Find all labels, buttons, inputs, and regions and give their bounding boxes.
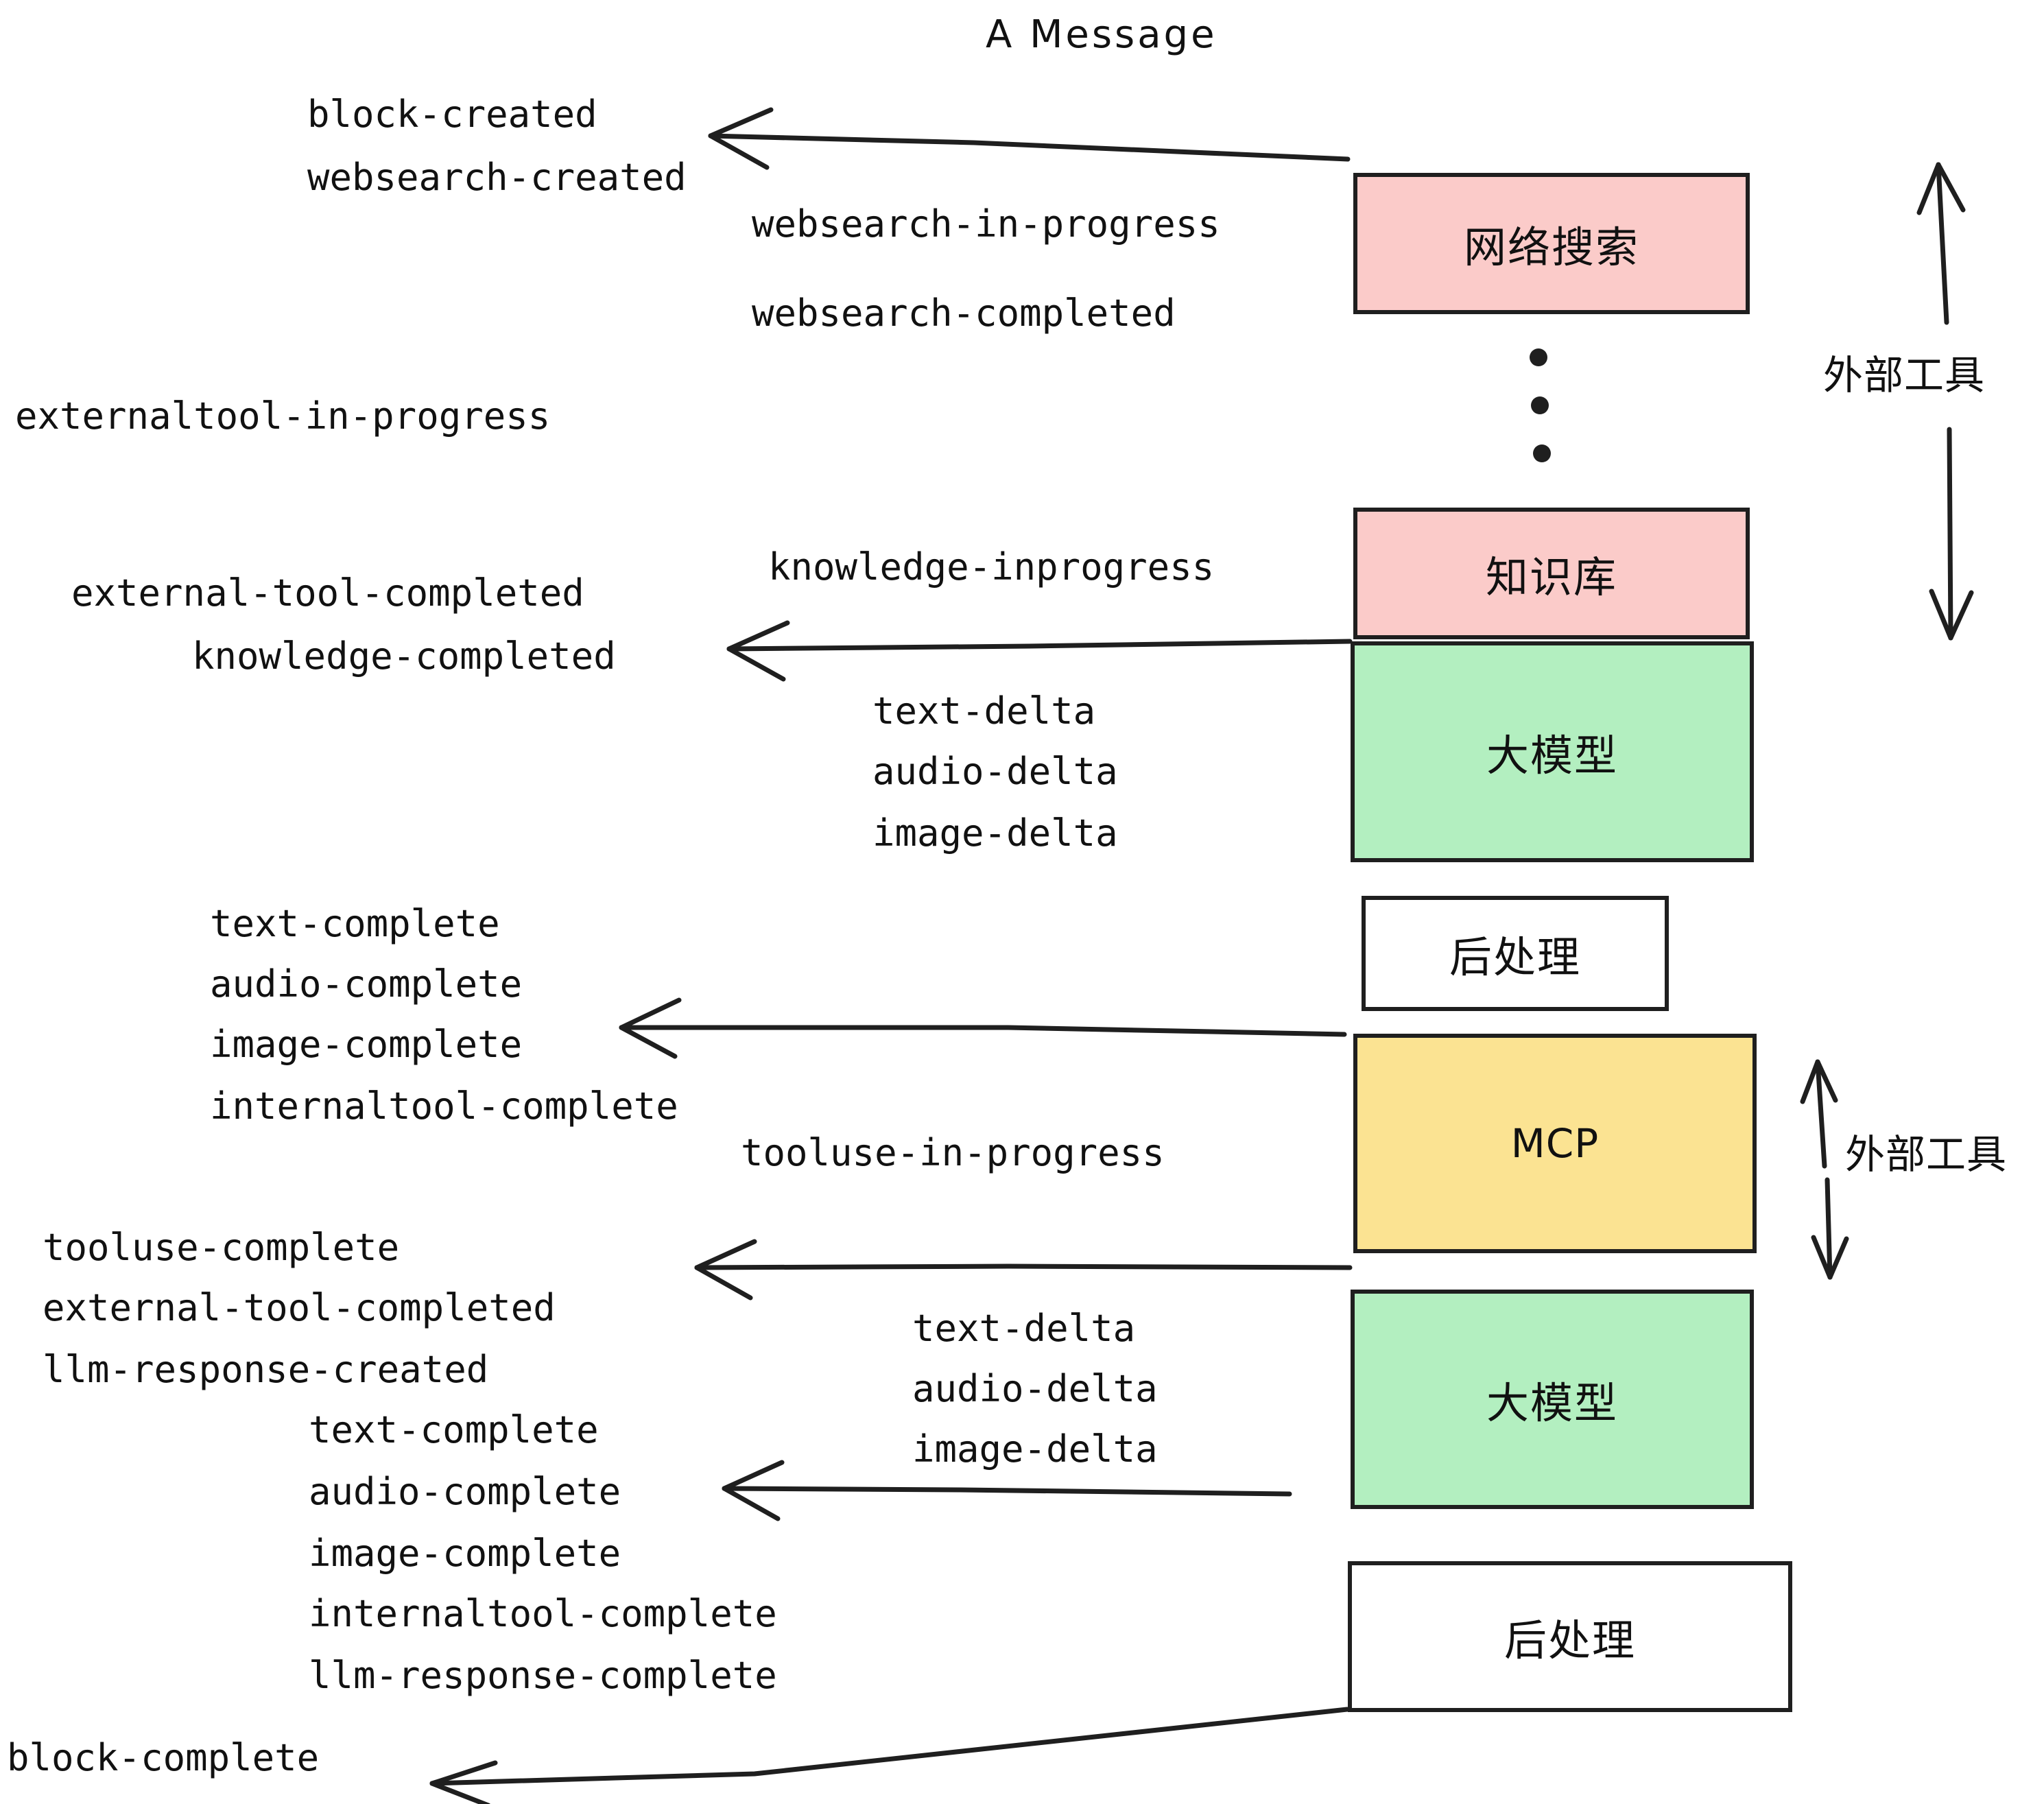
event-tooluse-in-progress: tooluse-in-progress <box>741 1131 1165 1174</box>
double-arrow-external-tools-bottom <box>1800 1059 1849 1280</box>
event-websearch-created: websearch-created <box>307 156 687 199</box>
node-mcp[interactable]: MCP <box>1353 1034 1757 1253</box>
arrow-llm-to-image-complete <box>619 997 1347 1059</box>
node-label: 知识库 <box>1485 552 1617 602</box>
event-websearch-completed: websearch-completed <box>752 292 1176 335</box>
event-audio-complete-1: audio-complete <box>210 962 523 1006</box>
event-block-complete: block-complete <box>7 1736 320 1779</box>
node-postprocess-bottom[interactable]: 后处理 <box>1348 1561 1792 1712</box>
event-llm-response-complete: llm-response-complete <box>309 1654 777 1697</box>
node-knowledge[interactable]: 知识库 <box>1353 508 1750 639</box>
node-postprocess-top[interactable]: 后处理 <box>1362 896 1669 1011</box>
node-websearch[interactable]: 网络搜索 <box>1353 173 1750 314</box>
side-label-external-tools-bottom: 外部工具 <box>1845 1131 2008 1178</box>
event-text-delta-1: text-delta <box>872 689 1096 733</box>
event-image-complete-2: image-complete <box>309 1532 621 1575</box>
event-image-delta-2: image-delta <box>912 1427 1158 1471</box>
event-tooluse-complete: tooluse-complete <box>43 1226 400 1269</box>
event-text-complete-1: text-complete <box>210 902 500 945</box>
ellipsis-dot <box>1533 444 1551 462</box>
arrow-knowledge-to-completed <box>726 620 1353 682</box>
side-label-external-tools-top: 外部工具 <box>1823 352 1986 399</box>
arrow-mcp-to-tooluse-complete <box>694 1239 1353 1301</box>
arrow-postprocess-to-block-complete <box>429 1707 1350 1804</box>
arrow-websearch-to-created <box>708 107 1351 170</box>
event-internaltool-complete-2: internaltool-complete <box>309 1592 777 1635</box>
node-label: MCP <box>1510 1120 1600 1167</box>
event-external-tool-completed-2: external-tool-completed <box>43 1286 556 1329</box>
node-label: 大模型 <box>1486 1378 1618 1428</box>
double-arrow-external-tools-top <box>1916 162 1974 641</box>
event-text-complete-2: text-complete <box>309 1408 599 1451</box>
event-llm-response-created: llm-response-created <box>43 1348 489 1391</box>
ellipsis-dot <box>1530 348 1547 366</box>
event-image-delta-1: image-delta <box>872 811 1118 855</box>
event-audio-complete-2: audio-complete <box>309 1470 621 1513</box>
event-external-tool-completed-1: external-tool-completed <box>71 571 584 615</box>
node-label: 后处理 <box>1449 932 1581 982</box>
event-text-delta-2: text-delta <box>912 1307 1136 1350</box>
event-knowledge-completed: knowledge-completed <box>192 634 616 678</box>
node-llm-top[interactable]: 大模型 <box>1351 641 1754 862</box>
event-image-complete-1: image-complete <box>210 1023 523 1066</box>
event-knowledge-inprogress: knowledge-inprogress <box>768 545 1215 589</box>
event-audio-delta-2: audio-delta <box>912 1367 1158 1410</box>
event-block-created: block-created <box>307 93 597 136</box>
node-llm-bottom[interactable]: 大模型 <box>1351 1290 1754 1509</box>
arrow-llm-bottom-to-audio-complete <box>722 1460 1292 1521</box>
event-audio-delta-1: audio-delta <box>872 750 1118 793</box>
page-title: A Message <box>986 12 1217 57</box>
node-label: 网络搜索 <box>1463 222 1639 272</box>
event-websearch-in-progress: websearch-in-progress <box>752 202 1220 246</box>
event-externaltool-in-progress: externaltool-in-progress <box>15 394 551 438</box>
ellipsis-dot <box>1531 396 1549 414</box>
node-label: 大模型 <box>1486 731 1618 781</box>
event-internaltool-complete-1: internaltool-complete <box>210 1084 678 1128</box>
node-label: 后处理 <box>1504 1615 1636 1665</box>
